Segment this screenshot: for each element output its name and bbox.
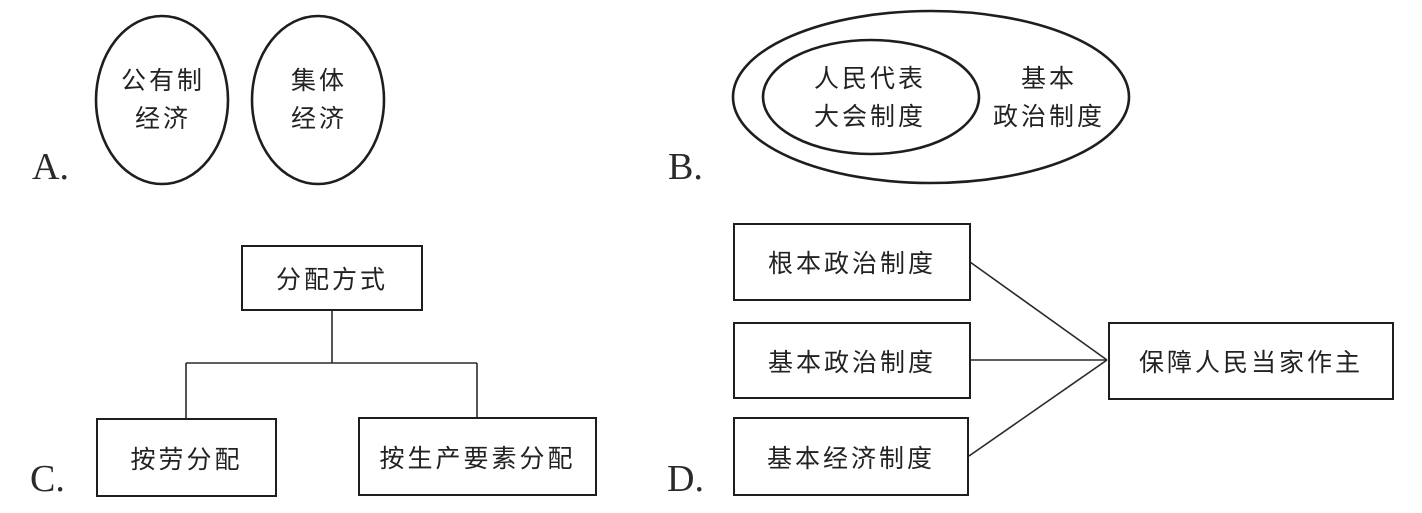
target-people-as-masters: 保障人民当家作主	[1108, 322, 1394, 400]
tree-child-distribution-by-factors: 按生产要素分配	[358, 417, 597, 496]
node-text-line: 政治制度	[992, 102, 1105, 131]
source-fundamental-political-system: 根本政治制度	[733, 223, 971, 301]
node-text-line: 基本	[1020, 64, 1077, 93]
option-a-label: A.	[32, 146, 69, 188]
ellipse-inner-peoples-congress-system	[761, 38, 981, 156]
node-text-line: 人民代表	[813, 64, 926, 93]
node-text-line: 大会制度	[813, 102, 926, 131]
connector-fundamental-political-to-target	[969, 261, 1108, 361]
connector-basic-economic-to-target	[968, 359, 1108, 457]
tree-root-distribution-methods: 分配方式	[241, 245, 423, 311]
source-basic-economic-system: 基本经济制度	[733, 417, 969, 496]
node-basic-political-system: 基本 政治制度	[982, 60, 1116, 136]
node-text-line: 经济	[134, 104, 191, 133]
node-text-line: 经济	[290, 104, 347, 133]
option-c-label: C.	[30, 458, 65, 500]
node-text-line: 集体	[290, 66, 347, 95]
tree-child-distribution-by-labor: 按劳分配	[96, 418, 277, 497]
node-text-line: 公有制	[120, 66, 205, 95]
ellipse-public-ownership-economy	[94, 14, 230, 186]
node-public-ownership-economy: 公有制 经济	[96, 62, 230, 138]
option-d-label: D.	[667, 458, 704, 500]
node-collective-economy: 集体 经济	[252, 62, 386, 138]
ellipse-outer-basic-political-system	[731, 9, 1131, 185]
node-peoples-congress-system: 人民代表 大会制度	[780, 60, 960, 136]
option-b-label: B.	[668, 146, 703, 188]
ellipse-collective-economy	[250, 14, 386, 186]
source-basic-political-system: 基本政治制度	[733, 322, 971, 399]
